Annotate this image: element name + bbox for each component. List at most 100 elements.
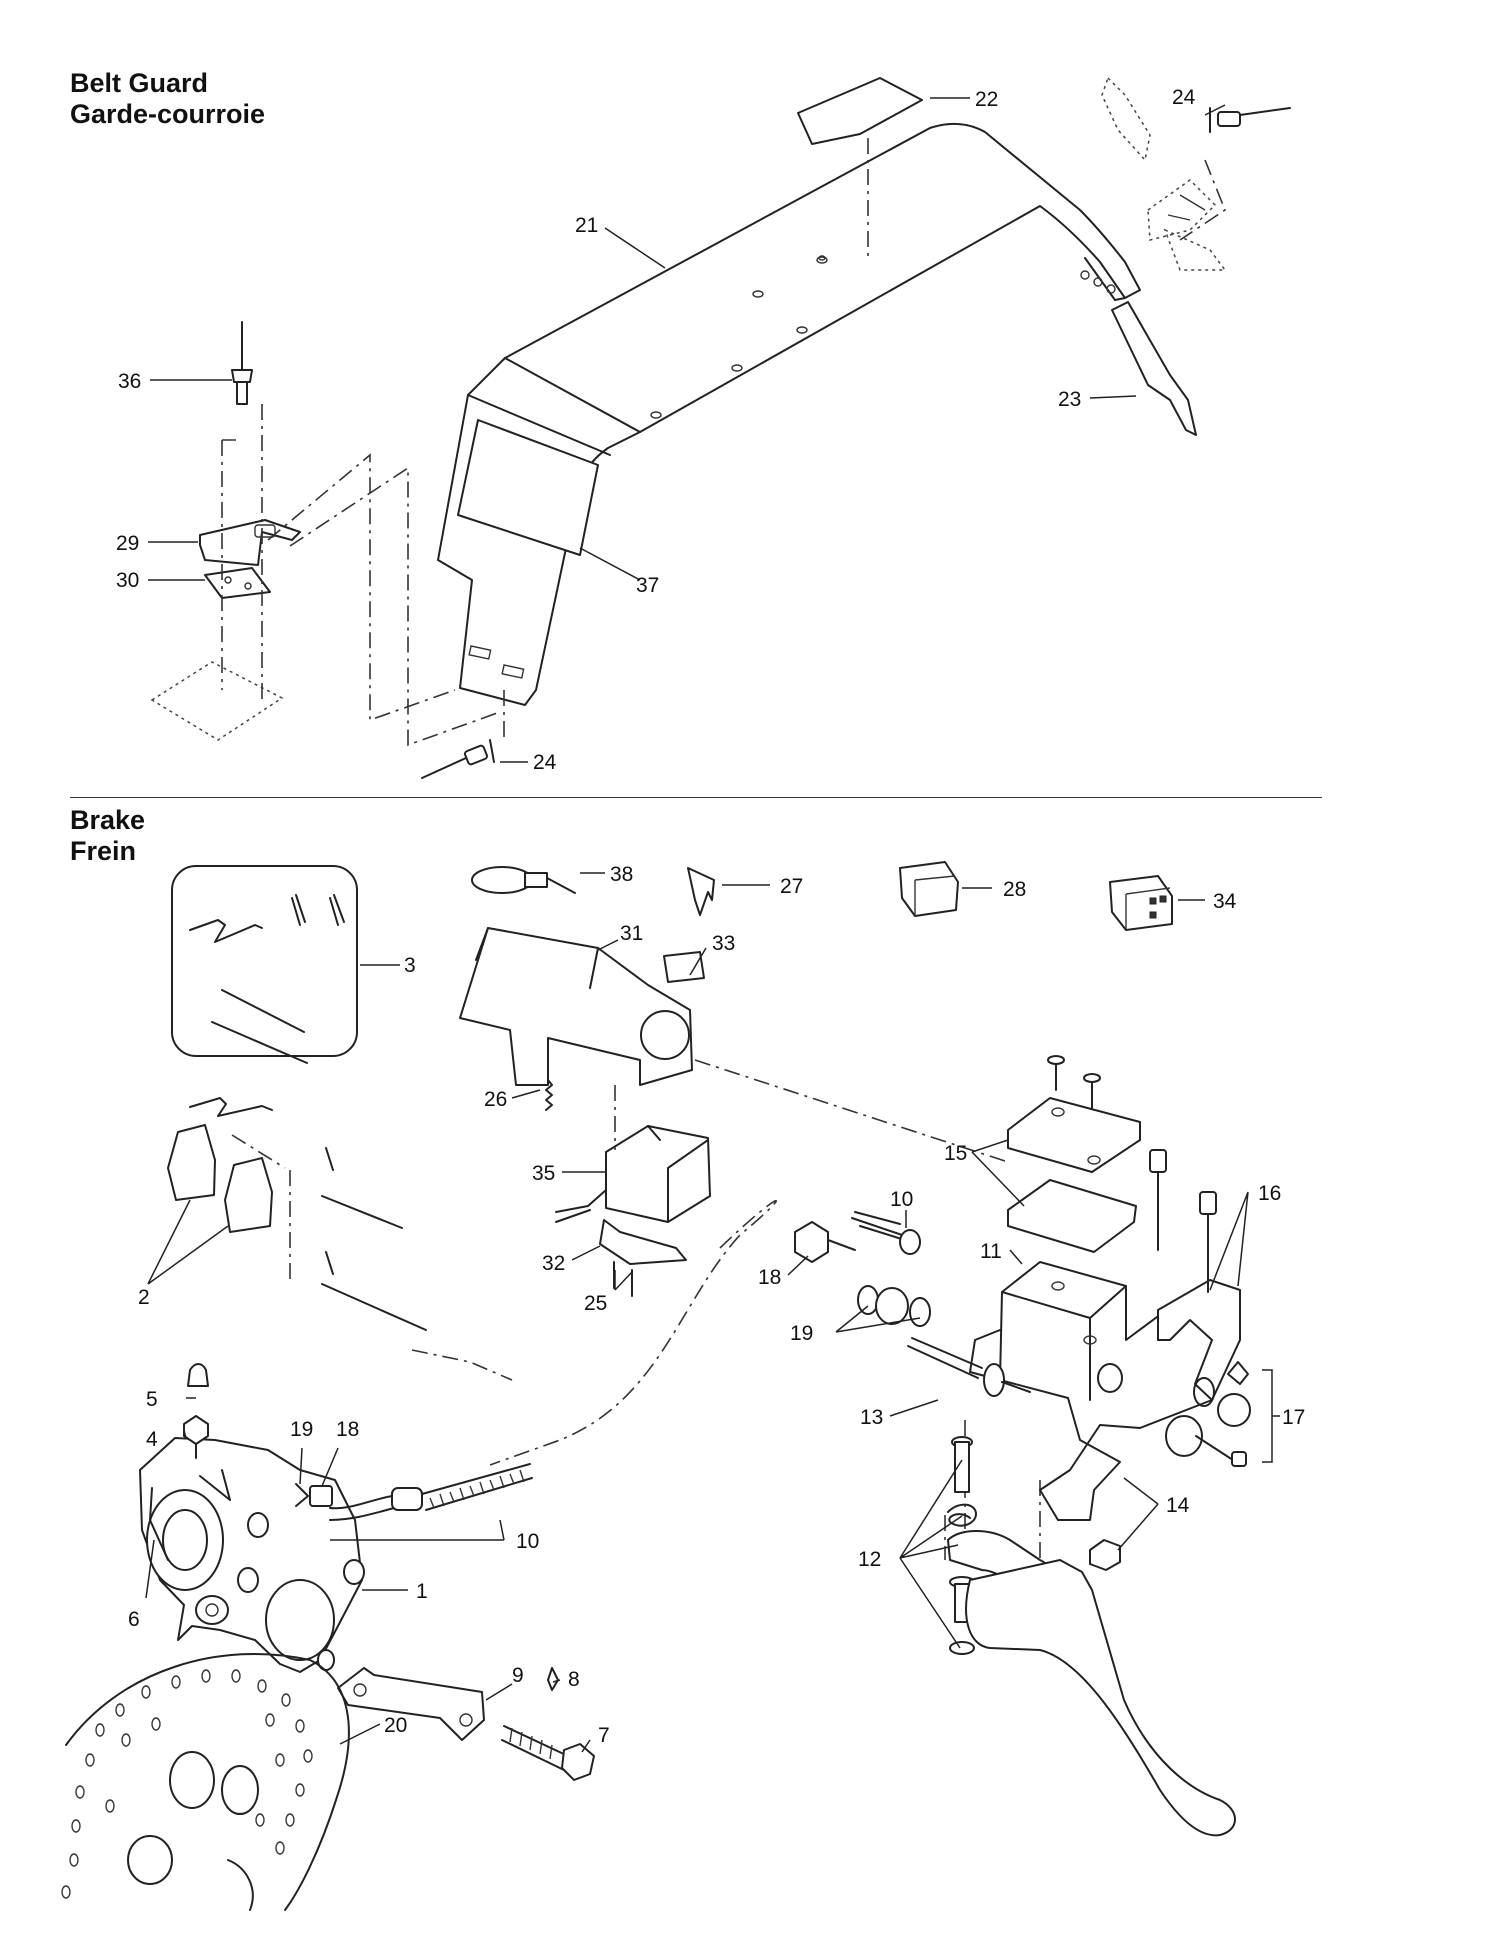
callout-30: 30 — [116, 569, 139, 592]
belt-guard-title: Belt Guard Garde-courroie — [70, 68, 265, 130]
bleeder-screw-part-4 — [183, 1415, 209, 1459]
brake-lever — [965, 1559, 1236, 1837]
decal-part-37 — [457, 419, 599, 556]
guard-hole — [816, 256, 828, 264]
belt-guard-title-fr: Garde-courroie — [70, 99, 266, 129]
callout-35: 35 — [532, 1162, 555, 1185]
callout-10: 10 — [516, 1530, 539, 1553]
screw-part-25 — [613, 1261, 633, 1297]
callout-13: 13 — [860, 1406, 883, 1429]
guard-hole — [796, 326, 808, 334]
bolt-part-7 — [501, 1725, 595, 1781]
callout-25: 25 — [584, 1292, 607, 1315]
decal-part-22 — [797, 77, 923, 145]
guard-hole — [1080, 270, 1090, 280]
banjo-bolt-part-18-left — [295, 1483, 333, 1507]
callout-7: 7 — [598, 1724, 610, 1747]
connector-part-34 — [1109, 875, 1173, 931]
washers-part-19-right — [857, 1285, 931, 1327]
callout-22: 22 — [975, 88, 998, 111]
rivet-part-24-top — [1209, 107, 1291, 133]
mounting-base — [150, 661, 284, 741]
banjo-fitting-part-10-right — [851, 1211, 921, 1255]
callout-14: 14 — [1166, 1494, 1190, 1517]
callout-18: 18 — [336, 1418, 359, 1441]
clip-part-27 — [687, 867, 715, 916]
callout-11: 11 — [980, 1240, 1002, 1263]
bleeder-cap-part-5 — [187, 1363, 209, 1387]
guard-hole — [1093, 277, 1103, 287]
callout-16: 16 — [1258, 1182, 1281, 1205]
plate-part-30 — [204, 567, 271, 599]
brake-title-en: Brake — [70, 805, 146, 835]
guard-slot — [501, 664, 525, 679]
callout-24: 24 — [533, 751, 557, 774]
callout-20: 20 — [384, 1714, 407, 1737]
callout-4: 4 — [146, 1428, 158, 1451]
callout-29: 29 — [116, 532, 139, 555]
callout-5: 5 — [146, 1388, 158, 1411]
callout-21: 21 — [575, 214, 598, 237]
callout-37: 37 — [636, 574, 659, 597]
guard-hole — [752, 290, 764, 298]
brake-pads-part-2 — [167, 1097, 427, 1331]
callout-34: 34 — [1213, 890, 1237, 913]
guard-hole — [650, 411, 662, 419]
callout-38: 38 — [610, 863, 633, 886]
bracket-part-32 — [599, 1219, 687, 1265]
connector-part-28 — [899, 861, 959, 917]
guard-slot — [468, 645, 492, 660]
guard-hole — [818, 255, 826, 261]
spring-part-26 — [545, 1079, 553, 1111]
brake-illustration — [61, 861, 1251, 1911]
callout-12: 12 — [858, 1548, 881, 1571]
tab-part-hatched — [1147, 179, 1217, 241]
callout-36: 36 — [118, 370, 141, 393]
callout-27: 27 — [780, 875, 803, 898]
callout-17: 17 — [1282, 1406, 1305, 1429]
guard-hole — [1106, 284, 1116, 294]
label-part-33 — [663, 951, 705, 983]
clip-part-29 — [199, 519, 301, 566]
brake-disc-part-20 — [61, 1653, 350, 1911]
nut-part-14 — [1089, 1539, 1121, 1571]
guard-hole — [731, 364, 743, 372]
pin-kit-contents — [189, 894, 345, 1064]
switch-part-13 — [907, 1337, 1031, 1397]
callout-9: 9 — [512, 1664, 524, 1687]
brake-callouts: 38 27 28 34 31 33 3 26 35 15 16 10 2 32 … — [128, 863, 1305, 1747]
callout-2: 2 — [138, 1286, 150, 1309]
reservoir-cover-part-15 — [1007, 1055, 1141, 1173]
belt-guard-part-21 — [437, 122, 1141, 706]
brake-title: Brake Frein — [70, 805, 145, 867]
callout-24: 24 — [1172, 86, 1196, 109]
belt-guard-illustration — [150, 76, 1291, 779]
cotter-pin-part-8 — [547, 1667, 559, 1691]
callout-19: 19 — [290, 1418, 313, 1441]
callout-6: 6 — [128, 1608, 140, 1631]
brake-title-fr: Frein — [70, 836, 137, 866]
switch-housing-part-31 — [459, 927, 693, 1086]
belt-guard-leaders — [148, 97, 1226, 763]
callout-10: 10 — [890, 1188, 913, 1211]
pin-kit-box-part-3 — [171, 865, 358, 1057]
section-divider — [70, 797, 1322, 798]
callout-31: 31 — [620, 922, 643, 945]
brake-leaders — [145, 872, 1280, 1753]
caliper-part-1 — [139, 1437, 365, 1673]
gasket-part-15 — [1007, 1179, 1137, 1253]
callout-28: 28 — [1003, 878, 1026, 901]
callout-23: 23 — [1058, 388, 1081, 411]
callout-1: 1 — [416, 1580, 428, 1603]
tie-wrap-part-38 — [471, 866, 576, 894]
callout-8: 8 — [568, 1668, 580, 1691]
callout-33: 33 — [712, 932, 735, 955]
banjo-bolt-part-18-right — [794, 1221, 856, 1263]
callout-15: 15 — [944, 1142, 967, 1165]
belt-guard-callouts: 22 24 21 36 23 29 30 37 24 — [116, 86, 1196, 774]
reservoir-parts-17 — [1165, 1361, 1251, 1467]
lock-tab-part-9 — [337, 1667, 485, 1741]
callout-19: 19 — [790, 1322, 813, 1345]
